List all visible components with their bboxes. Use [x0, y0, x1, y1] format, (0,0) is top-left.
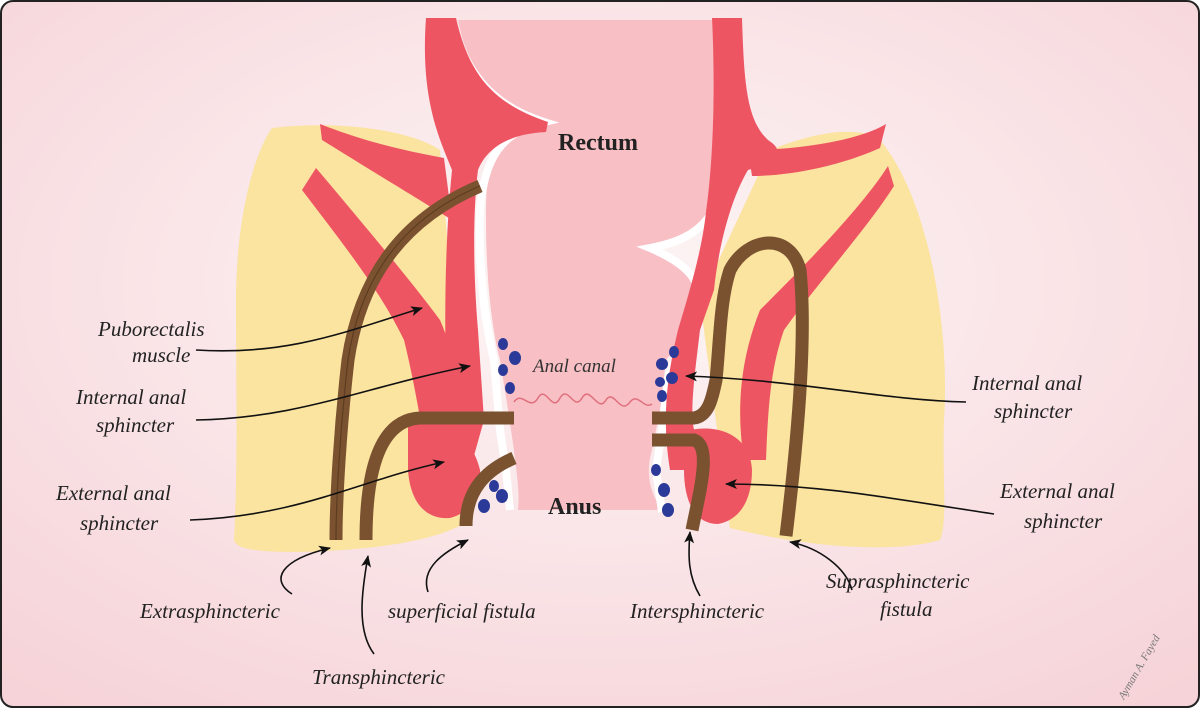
label-right-internal-line1: Internal anal: [971, 371, 1082, 395]
label-transphincteric: Transphincteric: [312, 665, 446, 689]
fistula-superficial: [459, 452, 517, 527]
arrow-extrasphincteric: [280, 545, 331, 595]
label-left-external-line2: sphincter: [80, 511, 159, 535]
fistula-intersphincteric-lower: [652, 433, 710, 532]
label-suprasphincteric-line2: fistula: [880, 597, 933, 621]
label-suprasphincteric-line1: Suprasphincteric: [826, 569, 970, 593]
arrow-right-internal: [685, 371, 967, 403]
label-puborectalis-line2: muscle: [132, 343, 190, 367]
rectum-mucosa: [458, 20, 714, 510]
label-puborectalis-line1: Puborectalis: [97, 317, 205, 341]
pointer-arrows: [189, 306, 995, 655]
label-anus: Anus: [548, 494, 601, 520]
arrow-right-external: [725, 479, 995, 515]
arrow-suprasphincteric: [789, 539, 853, 591]
muscle-left-longitudinal: [424, 18, 548, 470]
label-right-internal-line2: sphincter: [994, 399, 1073, 423]
puborectalis-sling-right: [740, 166, 894, 460]
label-right-external-line2: sphincter: [1024, 509, 1103, 533]
arrow-transphincteric: [361, 555, 375, 655]
label-superficial-fistula: superficial fistula: [388, 599, 536, 623]
label-extrasphincteric: Extrasphincteric: [139, 599, 281, 623]
arrow-superficial: [425, 539, 469, 593]
arrow-left-external: [189, 459, 445, 521]
label-rectum: Rectum: [558, 130, 638, 156]
arrow-left-internal: [195, 363, 471, 421]
levator-right: [748, 124, 886, 176]
arrow-intersphincteric: [684, 531, 701, 597]
label-left-internal-line1: Internal anal: [75, 385, 186, 409]
puborectalis-left: [320, 124, 452, 220]
label-anal-canal: Anal canal: [531, 356, 616, 377]
anal-glands: [478, 338, 679, 517]
label-left-internal-line2: sphincter: [96, 413, 175, 437]
puborectalis-sling-left: [302, 168, 458, 470]
fistula-outlines: [335, 185, 481, 541]
fistula-transphincteric: [359, 411, 514, 541]
arrow-puborectalis: [195, 306, 423, 352]
label-left-external-line1: External anal: [55, 481, 171, 505]
dentate-line: [513, 393, 653, 407]
muscle-right-longitudinal: [665, 18, 778, 470]
label-right-external-line1: External anal: [999, 479, 1115, 503]
label-intersphincteric: Intersphincteric: [629, 599, 765, 623]
